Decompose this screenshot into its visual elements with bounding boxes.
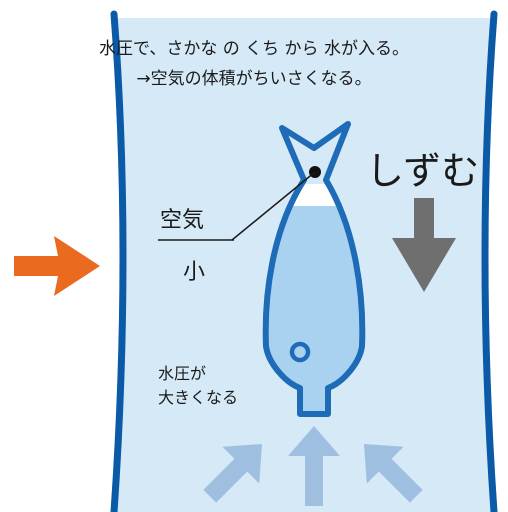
pressure-arrow-center: [288, 426, 340, 506]
left-wall: [110, 10, 127, 512]
push-arrow: [14, 236, 100, 296]
right-wall: [481, 10, 498, 512]
pressure-label-line-2: 大きくなる: [158, 388, 239, 407]
pressure-label-line-1: 水圧が: [158, 364, 207, 383]
pressure-arrow-left: [203, 443, 263, 503]
fish-air: [292, 184, 336, 206]
sink-arrow: [392, 198, 456, 292]
fish-container: [262, 121, 366, 417]
air-label: 空気: [160, 208, 205, 233]
fish-mouth-hole: [289, 341, 311, 363]
sinks-label: しずむ: [366, 149, 480, 193]
caption-line-1: 水圧で、さかな の くち から 水が入る。: [99, 39, 409, 59]
fish-outline: [262, 121, 366, 417]
pressure-arrow-right: [363, 443, 423, 503]
air-pointer-line: [231, 171, 316, 241]
small-label: 小: [183, 260, 206, 285]
fish-water: [265, 206, 363, 412]
caption-line-2: →空気の体積がちいさくなる。: [136, 69, 372, 89]
